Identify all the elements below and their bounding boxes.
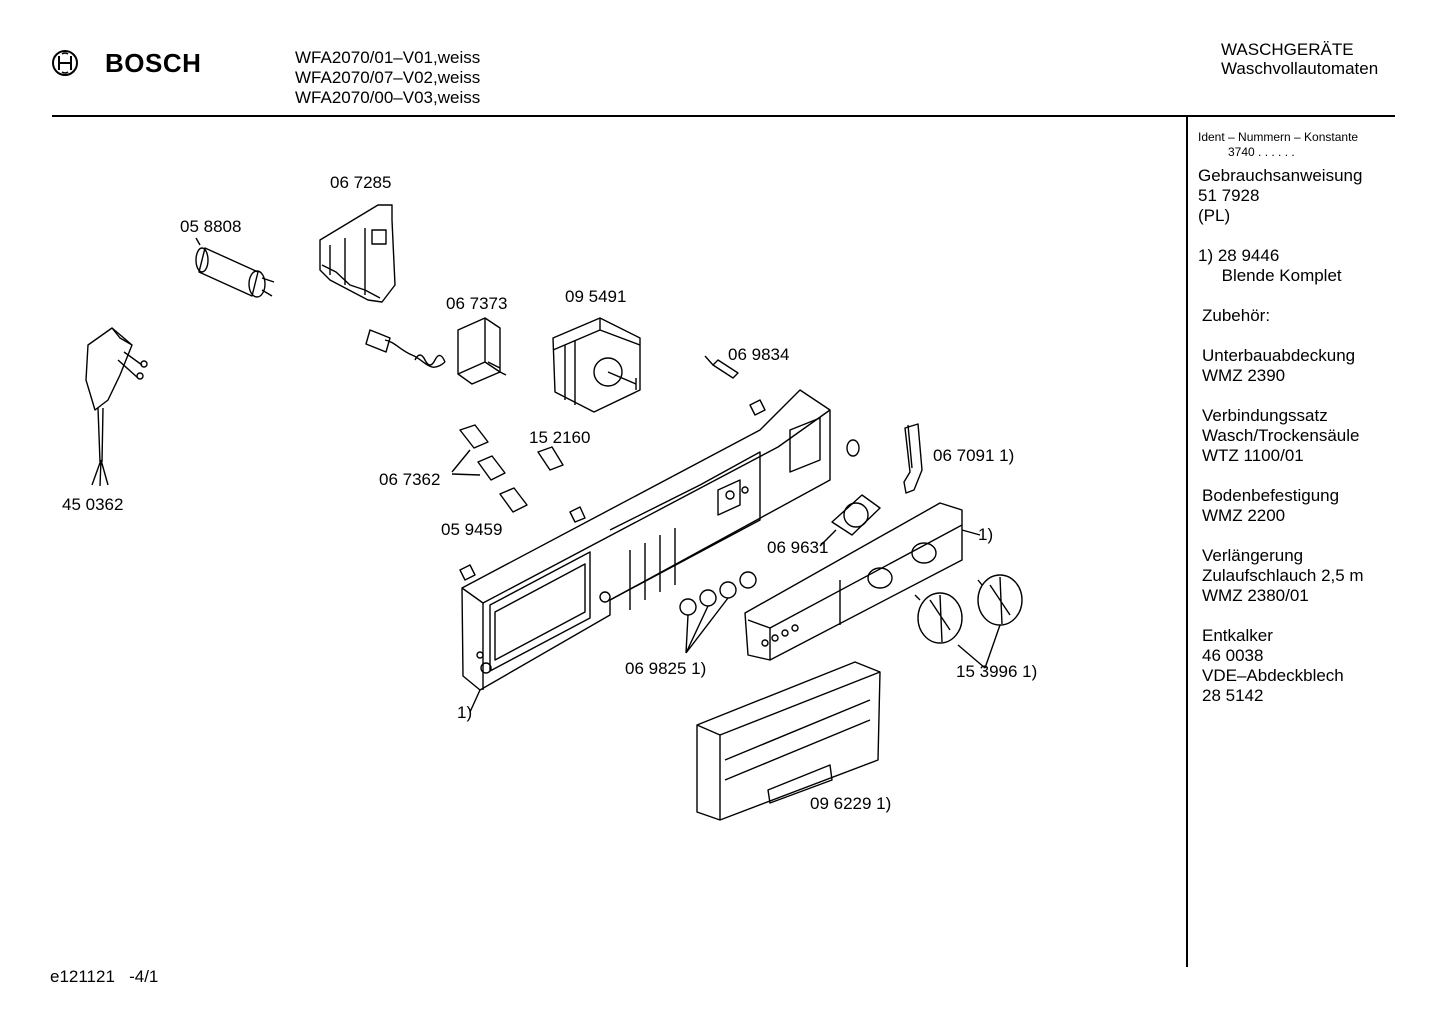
leader-line	[469, 689, 481, 713]
ident-value: 3740 . . . . . .	[1228, 145, 1295, 159]
timer-drawing	[552, 317, 641, 413]
sidebar-line: 28 5142	[1202, 686, 1264, 705]
part-label: 15 2160	[529, 428, 591, 447]
category-title: WASCHGERÄTE	[1221, 40, 1354, 59]
sidebar-block: Verlängerung Zulaufschlauch 2,5 m WMZ 23…	[1198, 546, 1364, 606]
part-label: 06 7285	[330, 173, 392, 192]
sidebar-line: 1) 28 9446	[1198, 246, 1280, 265]
sidebar-block: Zubehör:	[1198, 306, 1364, 326]
sidebar-line: Unterbauabdeckung	[1202, 346, 1356, 365]
sidebar-block: Bodenbefestigung WMZ 2200	[1198, 486, 1364, 526]
clip-drawing	[903, 423, 923, 494]
part-label: 06 9834	[728, 345, 790, 364]
sidebar-divider	[1186, 117, 1188, 967]
part-label: 06 9631	[767, 538, 829, 557]
sidebar-line: VDE–Abdeckblech	[1202, 666, 1344, 685]
part-label: 09 5491	[565, 287, 627, 306]
sidebar: Ident – Nummern – Konstante 3740 . . . .…	[1198, 130, 1364, 726]
bracket-drawing	[319, 204, 396, 303]
part-label: 06 7362	[379, 470, 441, 489]
sidebar-line: Gebrauchsanweisung	[1198, 166, 1363, 185]
model-line: WFA2070/07–V02,weiss	[295, 68, 481, 87]
sidebar-line: (PL)	[1198, 206, 1231, 225]
brand-logo: BOSCH	[50, 48, 202, 78]
part-label: 06 7091 1)	[933, 446, 1015, 465]
part-label: 06 7373	[446, 294, 508, 313]
header-divider	[52, 115, 1395, 117]
part-label: 45 0362	[62, 495, 124, 514]
sidebar-line: WTZ 1100/01	[1202, 446, 1304, 465]
regulator-drawing	[365, 317, 507, 385]
sidebar-block: 1) 28 9446 Blende Komplet	[1198, 246, 1364, 286]
part-label: 09 6229 1)	[810, 794, 892, 813]
part-label: 05 8808	[180, 217, 242, 236]
knobs-drawing	[914, 574, 1023, 669]
sidebar-line: Entkalker	[1202, 626, 1273, 645]
category-subtitle: Waschvollautomaten	[1221, 59, 1379, 78]
part-label: 05 9459	[441, 520, 503, 539]
sidebar-line: WMZ 2390	[1202, 366, 1286, 385]
cap-drawing	[846, 439, 860, 457]
sidebar-line: Blende Komplet	[1198, 266, 1342, 285]
sidebar-block: Unterbauabdeckung WMZ 2390	[1198, 346, 1364, 386]
sidebar-line: 46 0038	[1202, 646, 1264, 665]
brand-name: BOSCH	[105, 48, 202, 78]
sidebar-line: Verbindungssatz	[1202, 406, 1328, 425]
part-label: 06 9825 1)	[625, 659, 707, 678]
exploded-parts-diagram	[85, 204, 1023, 821]
capacitor-drawing	[195, 237, 275, 298]
lamp-drawing	[704, 355, 739, 379]
sidebar-line: Wasch/Trockensäule	[1202, 426, 1360, 445]
selector-switches-drawing	[451, 424, 564, 513]
part-label: 1)	[978, 525, 994, 544]
drawer-handle-drawing	[696, 661, 881, 821]
sidebar-line: Zubehör:	[1202, 306, 1271, 325]
ident-label: Ident – Nummern – Konstante	[1198, 130, 1359, 144]
model-line: WFA2070/01–V01,weiss	[295, 48, 481, 67]
push-buttons-drawing	[679, 571, 757, 654]
front-panel-drawing	[744, 502, 981, 661]
model-list: WFA2070/01–V01,weiss WFA2070/07–V02,weis…	[295, 48, 480, 108]
sidebar-line: Verlängerung	[1202, 546, 1304, 565]
sidebar-block: Verbindungssatz Wasch/Trockensäule WTZ 1…	[1198, 406, 1364, 466]
sidebar-line: WMZ 2200	[1202, 506, 1286, 525]
sidebar-block: Entkalker 46 0038 VDE–Abdeckblech 28 514…	[1198, 626, 1364, 706]
part-label: 15 3996 1)	[956, 662, 1038, 681]
model-line: WFA2070/00–V03,weiss	[295, 88, 481, 107]
power-plug-drawing	[85, 327, 148, 487]
part-label: 1)	[457, 703, 473, 722]
sidebar-line: Bodenbefestigung	[1202, 486, 1340, 505]
bosch-armature-icon	[52, 50, 78, 76]
sidebar-line: Zulaufschlauch 2,5 m	[1202, 566, 1364, 585]
category-block: WASCHGERÄTE Waschvollautomaten	[1221, 40, 1378, 78]
sidebar-line: WMZ 2380/01	[1202, 586, 1309, 605]
drawing-code: e121121 -4/1	[50, 967, 159, 986]
sidebar-block: Gebrauchsanweisung 51 7928 (PL)	[1198, 166, 1364, 226]
sidebar-line: 51 7928	[1198, 186, 1260, 205]
console-drawing	[459, 389, 831, 691]
cam-disk-drawing	[819, 494, 881, 547]
